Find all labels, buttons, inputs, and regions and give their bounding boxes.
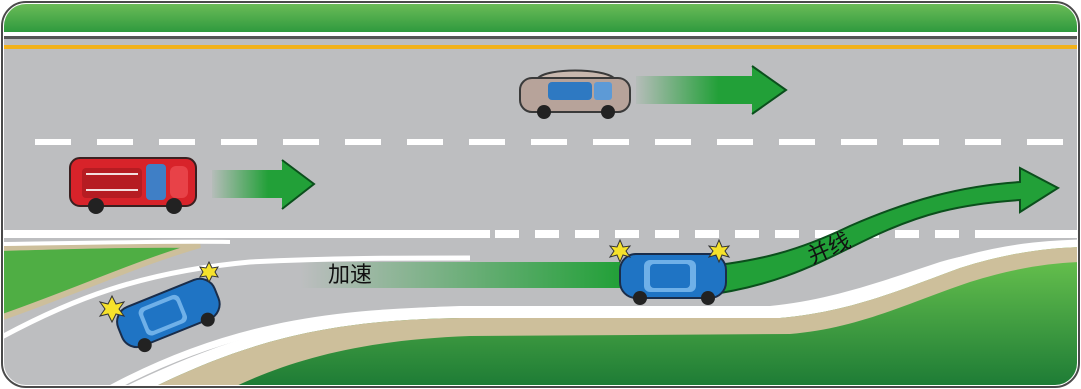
wheel-icon — [537, 105, 551, 119]
accelerate-label: 加速 — [328, 263, 372, 288]
blue-car-merging — [620, 254, 726, 305]
road-edge-line — [0, 230, 490, 238]
beige-sedan — [520, 71, 630, 120]
red-suv — [70, 158, 196, 214]
yellow-lane-line — [0, 45, 1081, 49]
top-grass-band — [0, 0, 1081, 32]
